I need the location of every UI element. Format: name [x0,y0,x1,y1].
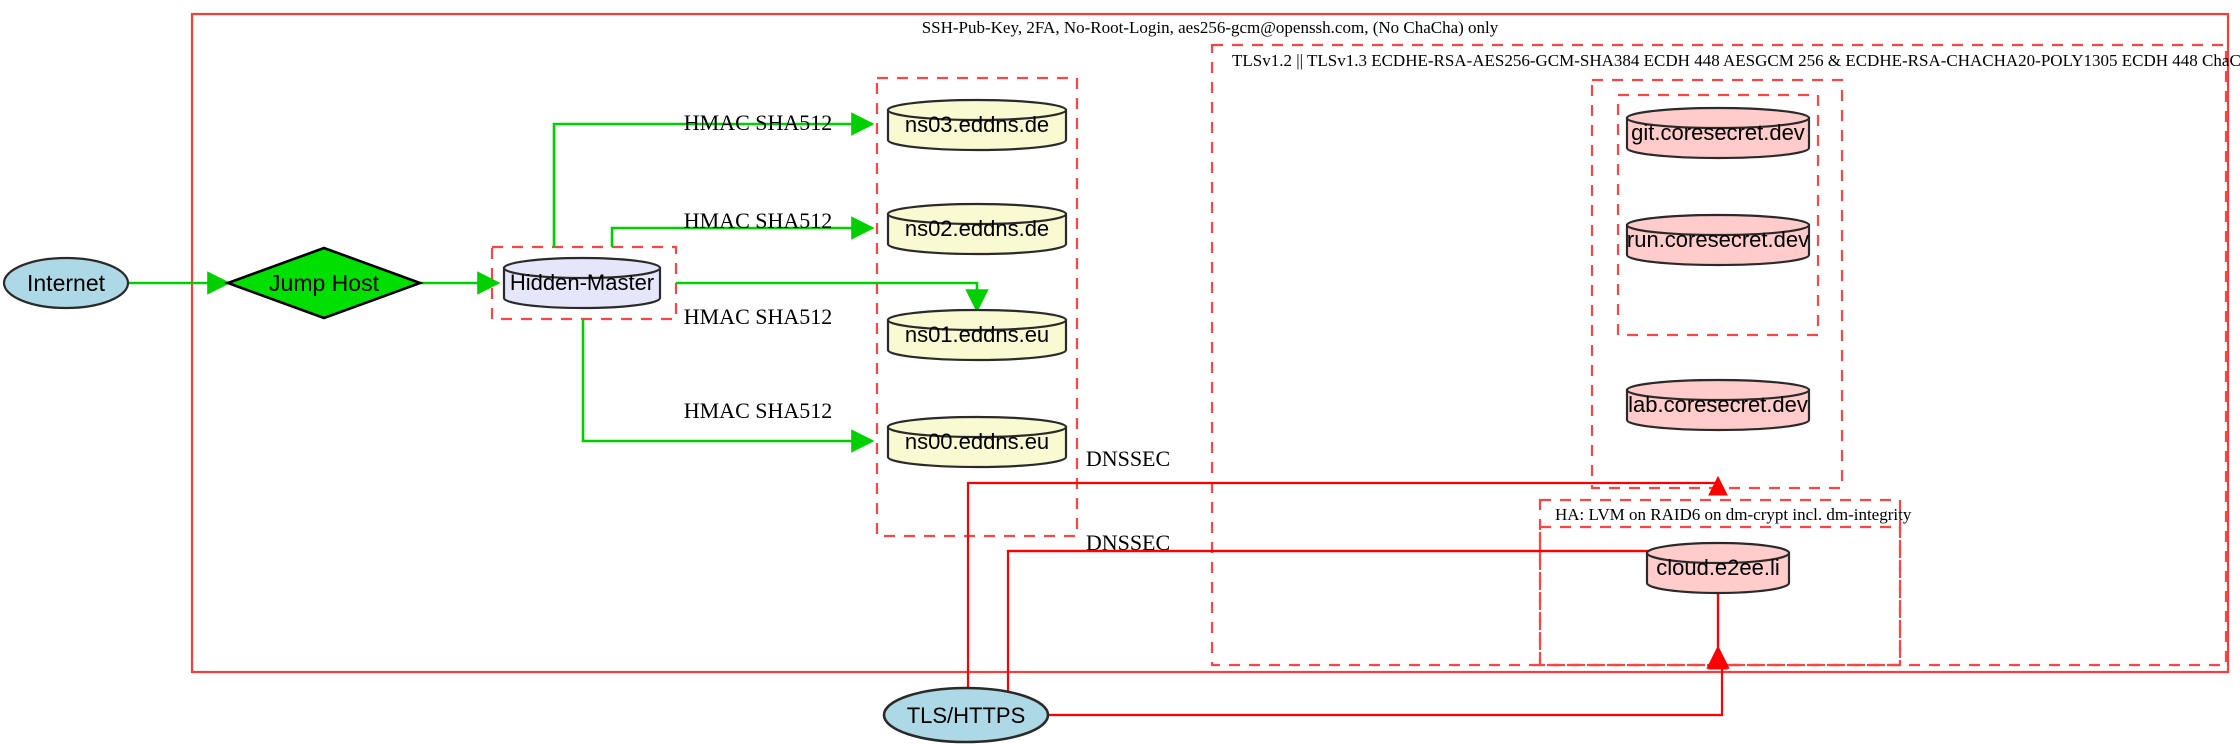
cluster-tls-label: TLSv1.2 || TLSv1.3 ECDHE-RSA-AES256-GCM-… [1232,51,2240,70]
node-ns01-label: ns01.eddns.eu [905,322,1049,347]
cluster-nameservers [875,76,1079,538]
cluster-ssh-label: SSH-Pub-Key, 2FA, No-Root-Login, aes256-… [922,18,1499,37]
node-hidden-master[interactable]: Hidden-Master [502,256,662,310]
edge-label-hmac-ns03: HMAC SHA512 [684,110,833,135]
edge-tls-https-out [1048,660,1724,717]
edge-master-to-ns01: HMAC SHA512 [676,281,989,329]
edge-dnssec-lower: DNSSEC [1006,530,1728,700]
edge-dnssec-upper: DNSSEC [966,446,1728,632]
node-ns03[interactable]: ns03.eddns.de [886,98,1068,152]
node-run-coresecret[interactable]: run.coresecret.dev [1625,213,1811,267]
node-lab-coresecret[interactable]: lab.coresecret.dev [1625,378,1811,432]
edge-master-to-ns00: HMAC SHA512 [581,319,875,453]
edge-master-to-ns02: HMAC SHA512 [610,208,875,247]
node-internet-label: Internet [27,270,106,296]
edge-label-hmac-ns00: HMAC SHA512 [684,398,833,423]
node-hidden-master-label: Hidden-Master [510,270,654,295]
node-ns00[interactable]: ns00.eddns.eu [886,415,1068,469]
node-git-coresecret[interactable]: git.coresecret.dev [1625,106,1811,160]
node-ns02-label: ns02.eddns.de [905,216,1049,241]
cluster-ssh: SSH-Pub-Key, 2FA, No-Root-Login, aes256-… [190,12,2230,674]
cluster-ha-label: HA: LVM on RAID6 on dm-crypt incl. dm-in… [1555,505,1912,524]
edge-label-hmac-ns02: HMAC SHA512 [684,208,833,233]
cluster-coresecret-inner [1616,93,1820,337]
node-lab-coresecret-label: lab.coresecret.dev [1628,392,1808,417]
node-cloud-e2ee-label: cloud.e2ee.li [1656,555,1780,580]
node-tls-https[interactable]: TLS/HTTPS [882,686,1050,744]
node-ns01[interactable]: ns01.eddns.eu [886,308,1068,362]
node-internet[interactable]: Internet [2,256,130,310]
node-tls-https-label: TLS/HTTPS [907,703,1026,728]
edge-dnssec-lower-path [1008,549,1730,669]
node-jump-host[interactable]: Jump Host [224,246,424,320]
node-cloud-e2ee[interactable]: cloud.e2ee.li [1645,541,1791,595]
cluster-ha-inner [1538,525,1902,667]
edge-master-to-ns03: HMAC SHA512 [552,110,875,247]
node-ns00-label: ns00.eddns.eu [905,429,1049,454]
edge-label-hmac-ns01: HMAC SHA512 [684,304,833,329]
node-ns02[interactable]: ns02.eddns.de [886,202,1068,256]
node-ns03-label: ns03.eddns.de [905,112,1049,137]
node-git-coresecret-label: git.coresecret.dev [1631,120,1805,145]
edge-label-dnssec-upper: DNSSEC [1086,446,1170,471]
node-run-coresecret-label: run.coresecret.dev [1627,227,1809,252]
node-jump-host-label: Jump Host [269,270,380,296]
